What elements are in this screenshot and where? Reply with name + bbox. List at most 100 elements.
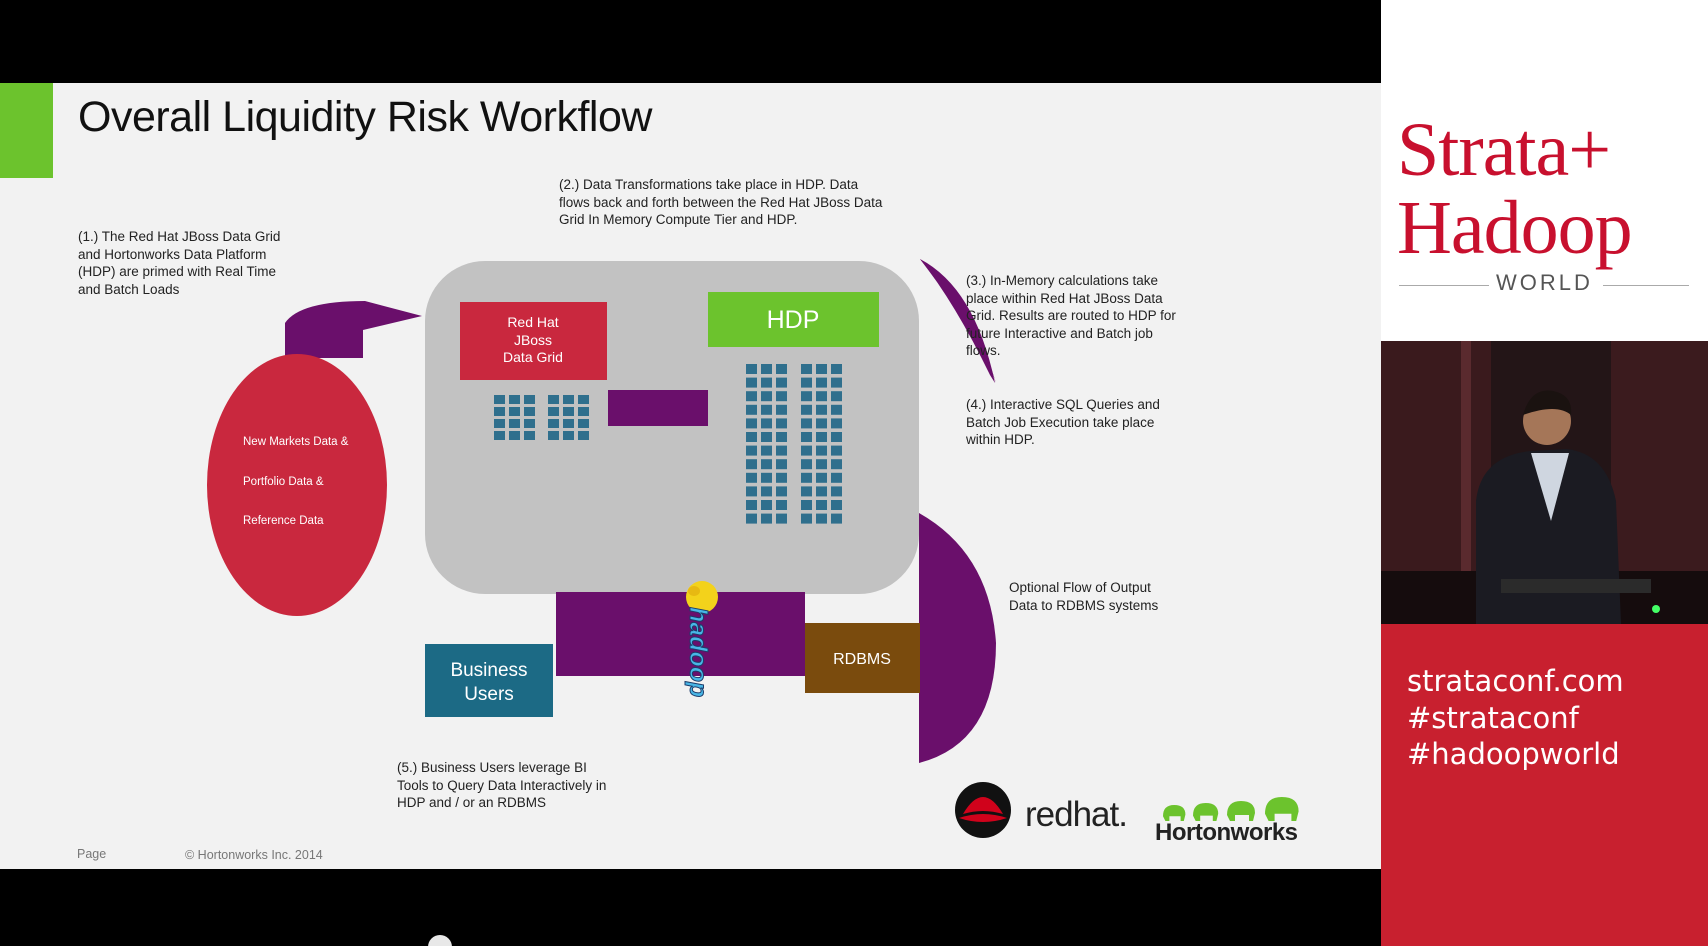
grid-node (761, 404, 772, 415)
grid-node (578, 395, 589, 404)
source-line-2: Portfolio Data & (243, 476, 324, 488)
grid-node (563, 395, 574, 404)
grid-node (548, 431, 559, 440)
brand-strata: Strata+ (1397, 108, 1611, 192)
brand-rule-right (1603, 285, 1689, 286)
grid-node (746, 432, 757, 442)
grid-node (761, 486, 772, 497)
grid-node (746, 459, 757, 470)
rdbms-output-arrow (919, 513, 996, 763)
grid-node (548, 395, 559, 404)
redhat-wordmark: redhat. (1025, 795, 1127, 834)
link-hadoopworld-hashtag[interactable]: #hadoopworld (1407, 737, 1620, 771)
speaker-video (1381, 341, 1708, 624)
grid-node (776, 513, 787, 524)
elephant-shape (1163, 805, 1186, 821)
grid-node (776, 377, 787, 388)
grid-node (816, 486, 827, 497)
grid-node (816, 445, 827, 456)
grid-node (776, 486, 787, 497)
grid-node (509, 407, 520, 416)
step-1-note: (1.) The Red Hat JBoss Data Grid and Hor… (78, 229, 281, 297)
grid-node (801, 472, 812, 483)
grid-node (831, 377, 842, 388)
grid-node (801, 391, 812, 402)
grid-node (761, 391, 772, 402)
grid-node (816, 377, 827, 388)
grid-node (831, 432, 842, 442)
grid-node (776, 472, 787, 483)
grid-node (801, 418, 812, 429)
source-line-3: Reference Data (243, 515, 324, 527)
grid-node (524, 407, 535, 416)
slide: Overall Liquidity Risk Workflow New Mark… (0, 83, 1381, 869)
video-progress-knob[interactable] (428, 935, 452, 946)
optional-flow-note: Optional Flow of Output Data to RDBMS sy… (1009, 580, 1159, 613)
ingest-arrow (285, 301, 422, 358)
grid-node (801, 500, 812, 510)
jboss-data-grid-box (460, 302, 607, 380)
step-2-note: (2.) Data Transformations take place in … (559, 177, 883, 227)
jboss-line-2: JBoss (514, 332, 552, 348)
slide-title: Overall Liquidity Risk Workflow (78, 93, 652, 141)
grid-node (761, 418, 772, 429)
brand-panel: Strata+ Hadoop WORLD (1381, 0, 1708, 341)
grid-node (494, 431, 505, 440)
grid-hdp-link-bar (608, 390, 708, 426)
grid-node (548, 407, 559, 416)
grid-node (816, 391, 827, 402)
grid-node (563, 407, 574, 416)
grid-node (816, 459, 827, 470)
grid-node (746, 404, 757, 415)
grid-node (831, 513, 842, 524)
grid-node (816, 418, 827, 429)
grid-node (801, 404, 812, 415)
speaker-scene (1381, 341, 1708, 624)
grid-node (494, 407, 505, 416)
business-line-2: Users (464, 684, 514, 705)
grid-node (761, 513, 772, 524)
elephant-shape (1265, 797, 1299, 821)
grid-node (816, 472, 827, 483)
grid-node (578, 407, 589, 416)
grid-node (801, 513, 812, 524)
grid-node (831, 500, 842, 510)
grid-node (831, 404, 842, 415)
grid-node (524, 431, 535, 440)
grid-node (509, 419, 520, 428)
link-strataconf-site[interactable]: strataconf.com (1407, 664, 1624, 698)
source-data-ellipse (207, 354, 387, 616)
title-accent-bar (0, 83, 53, 178)
jboss-line-3: Data Grid (503, 349, 563, 365)
grid-node (563, 419, 574, 428)
hadoop-wordmark: hadoop (684, 607, 712, 697)
page-label: Page (77, 847, 107, 861)
grid-node (761, 377, 772, 388)
grid-node (494, 395, 505, 404)
grid-node (578, 419, 589, 428)
hdp-header-box (708, 292, 879, 347)
grid-node (761, 500, 772, 510)
brand-hadoop: Hadoop (1397, 186, 1633, 270)
grid-node (831, 418, 842, 429)
grid-node (746, 364, 757, 374)
grid-node (816, 513, 827, 524)
grid-node (509, 431, 520, 440)
grid-node (831, 364, 842, 374)
grid-node (801, 459, 812, 470)
grid-node (524, 419, 535, 428)
grid-node (831, 445, 842, 456)
grid-node (761, 459, 772, 470)
grid-node (801, 432, 812, 442)
grid-node (746, 418, 757, 429)
grid-node (776, 445, 787, 456)
grid-node (746, 513, 757, 524)
hdp-node-grid-left (746, 364, 787, 524)
grid-node (761, 432, 772, 442)
step-4-note: (4.) Interactive SQL Queries and Batch J… (966, 397, 1160, 447)
hortonworks-logo: Hortonworks (1155, 797, 1299, 846)
grid-node (548, 419, 559, 428)
link-strataconf-hashtag[interactable]: #strataconf (1407, 701, 1579, 735)
grid-node (746, 500, 757, 510)
grid-node (801, 377, 812, 388)
